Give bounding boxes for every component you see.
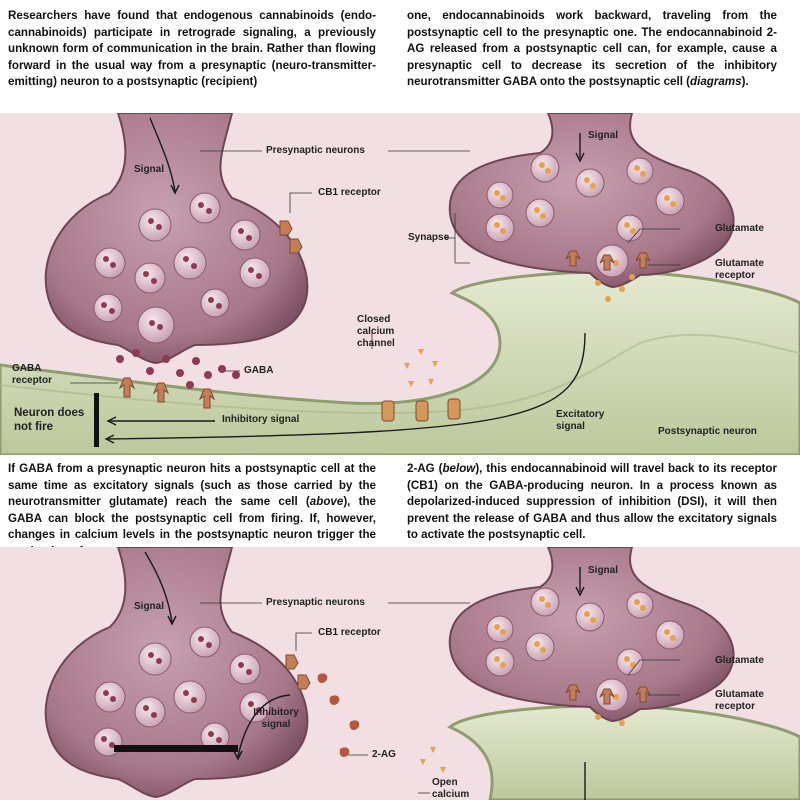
- cb1-receptors: [279, 220, 303, 254]
- cb1-receptor-label-bottom: CB1 receptor: [318, 627, 381, 638]
- released-gaba: [116, 349, 240, 389]
- glutamate-receptor-label: Glutamate receptor: [715, 258, 764, 281]
- signal-label-right: Signal: [588, 130, 619, 141]
- presynaptic-neuron-left-shape-bottom: [44, 547, 309, 799]
- middle-text-right-em: below: [442, 462, 476, 475]
- gaba-receptor-label: GABA receptor: [12, 363, 53, 386]
- presynaptic-neuron-right-shape-bottom: [448, 547, 735, 723]
- intro-text-left: Researchers have found that endogenous c…: [8, 9, 376, 89]
- glutamate-vesicles: [485, 153, 685, 243]
- middle-paragraph-left: If GABA from a presynaptic neuron hits a…: [8, 461, 376, 561]
- glutamate-label-bottom: Glutamate: [715, 655, 764, 666]
- diagram-top-svg: [0, 113, 800, 455]
- synapse-label: Synapse: [408, 232, 450, 243]
- middle-text-left-b: ), the GABA can block the postsynaptic c…: [8, 495, 376, 558]
- intro-text-right-em: diagrams: [690, 75, 742, 89]
- glutamate-receptors-bottom: [565, 684, 651, 705]
- glutamate-receptors: [565, 250, 651, 271]
- glutamate-label: Glutamate: [715, 223, 764, 234]
- closed-calcium-channels: [381, 398, 461, 422]
- middle-paragraph-right: 2-AG (below), this endocannabinoid will …: [407, 461, 777, 544]
- presynaptic-neurons-label: Presynaptic neurons: [266, 145, 365, 156]
- inhibitory-signal-label: Inhibitory signal: [222, 414, 300, 425]
- signal-label-left: Signal: [134, 164, 165, 175]
- signal-label-right-bottom: Signal: [588, 565, 619, 576]
- presynaptic-neurons-label-bottom: Presynaptic neurons: [266, 597, 365, 608]
- glutamate-vesicles-bottom: [485, 587, 685, 677]
- open-calcium-label: Open calcium: [432, 777, 470, 800]
- intro-text-right-a: one, endocannabinoids work backward, tra…: [407, 9, 777, 89]
- excitatory-signal-label: Excitatory signal: [556, 409, 605, 432]
- gaba-receptors: [118, 377, 216, 409]
- intro-text-right-b: ).: [741, 75, 749, 89]
- middle-text-right-a: 2-AG (: [407, 462, 443, 475]
- intro-paragraph-left: Researchers have found that endogenous c…: [8, 8, 376, 91]
- diagram-panel-top: Signal Presynaptic neurons Signal CB1 re…: [0, 113, 800, 455]
- diagram-bottom-svg: [44, 547, 800, 800]
- middle-text-left-em: above: [309, 495, 344, 509]
- postsynaptic-neuron-label: Postsynaptic neuron: [658, 426, 757, 437]
- diagram-panel-bottom: Signal Presynaptic neurons Signal CB1 re…: [0, 547, 800, 800]
- intro-paragraph-right: one, endocannabinoids work backward, tra…: [407, 8, 777, 91]
- presynaptic-neuron-right-shape: [448, 113, 735, 289]
- gaba-vesicles-bottom: [93, 626, 271, 757]
- postsynaptic-neuron-shape: [0, 270, 800, 455]
- gaba-label: GABA: [244, 365, 274, 376]
- postsynaptic-neuron-shape-bottom: [447, 704, 800, 800]
- middle-text-left-a: If GABA from a presynaptic neuron hits a…: [8, 462, 376, 509]
- gaba-vesicles: [93, 192, 271, 323]
- two-ag-molecules: [317, 673, 360, 757]
- two-ag-label: 2-AG: [372, 749, 396, 760]
- cb1-receptor-label: CB1 receptor: [318, 187, 381, 198]
- closed-calcium-channel-label: Closed calcium channel: [357, 314, 395, 349]
- inhibitory-signal-label-bottom: Inhibitory signal: [253, 707, 299, 730]
- neuron-does-not-fire-label: Neuron does not fire: [14, 407, 85, 433]
- signal-label-left-bottom: Signal: [134, 601, 165, 612]
- cb1-receptors-bottom: [285, 654, 311, 690]
- glutamate-receptor-label-bottom: Glutamate receptor: [715, 689, 764, 712]
- middle-text-right-b: ), this endocannabinoid will travel back…: [407, 462, 778, 542]
